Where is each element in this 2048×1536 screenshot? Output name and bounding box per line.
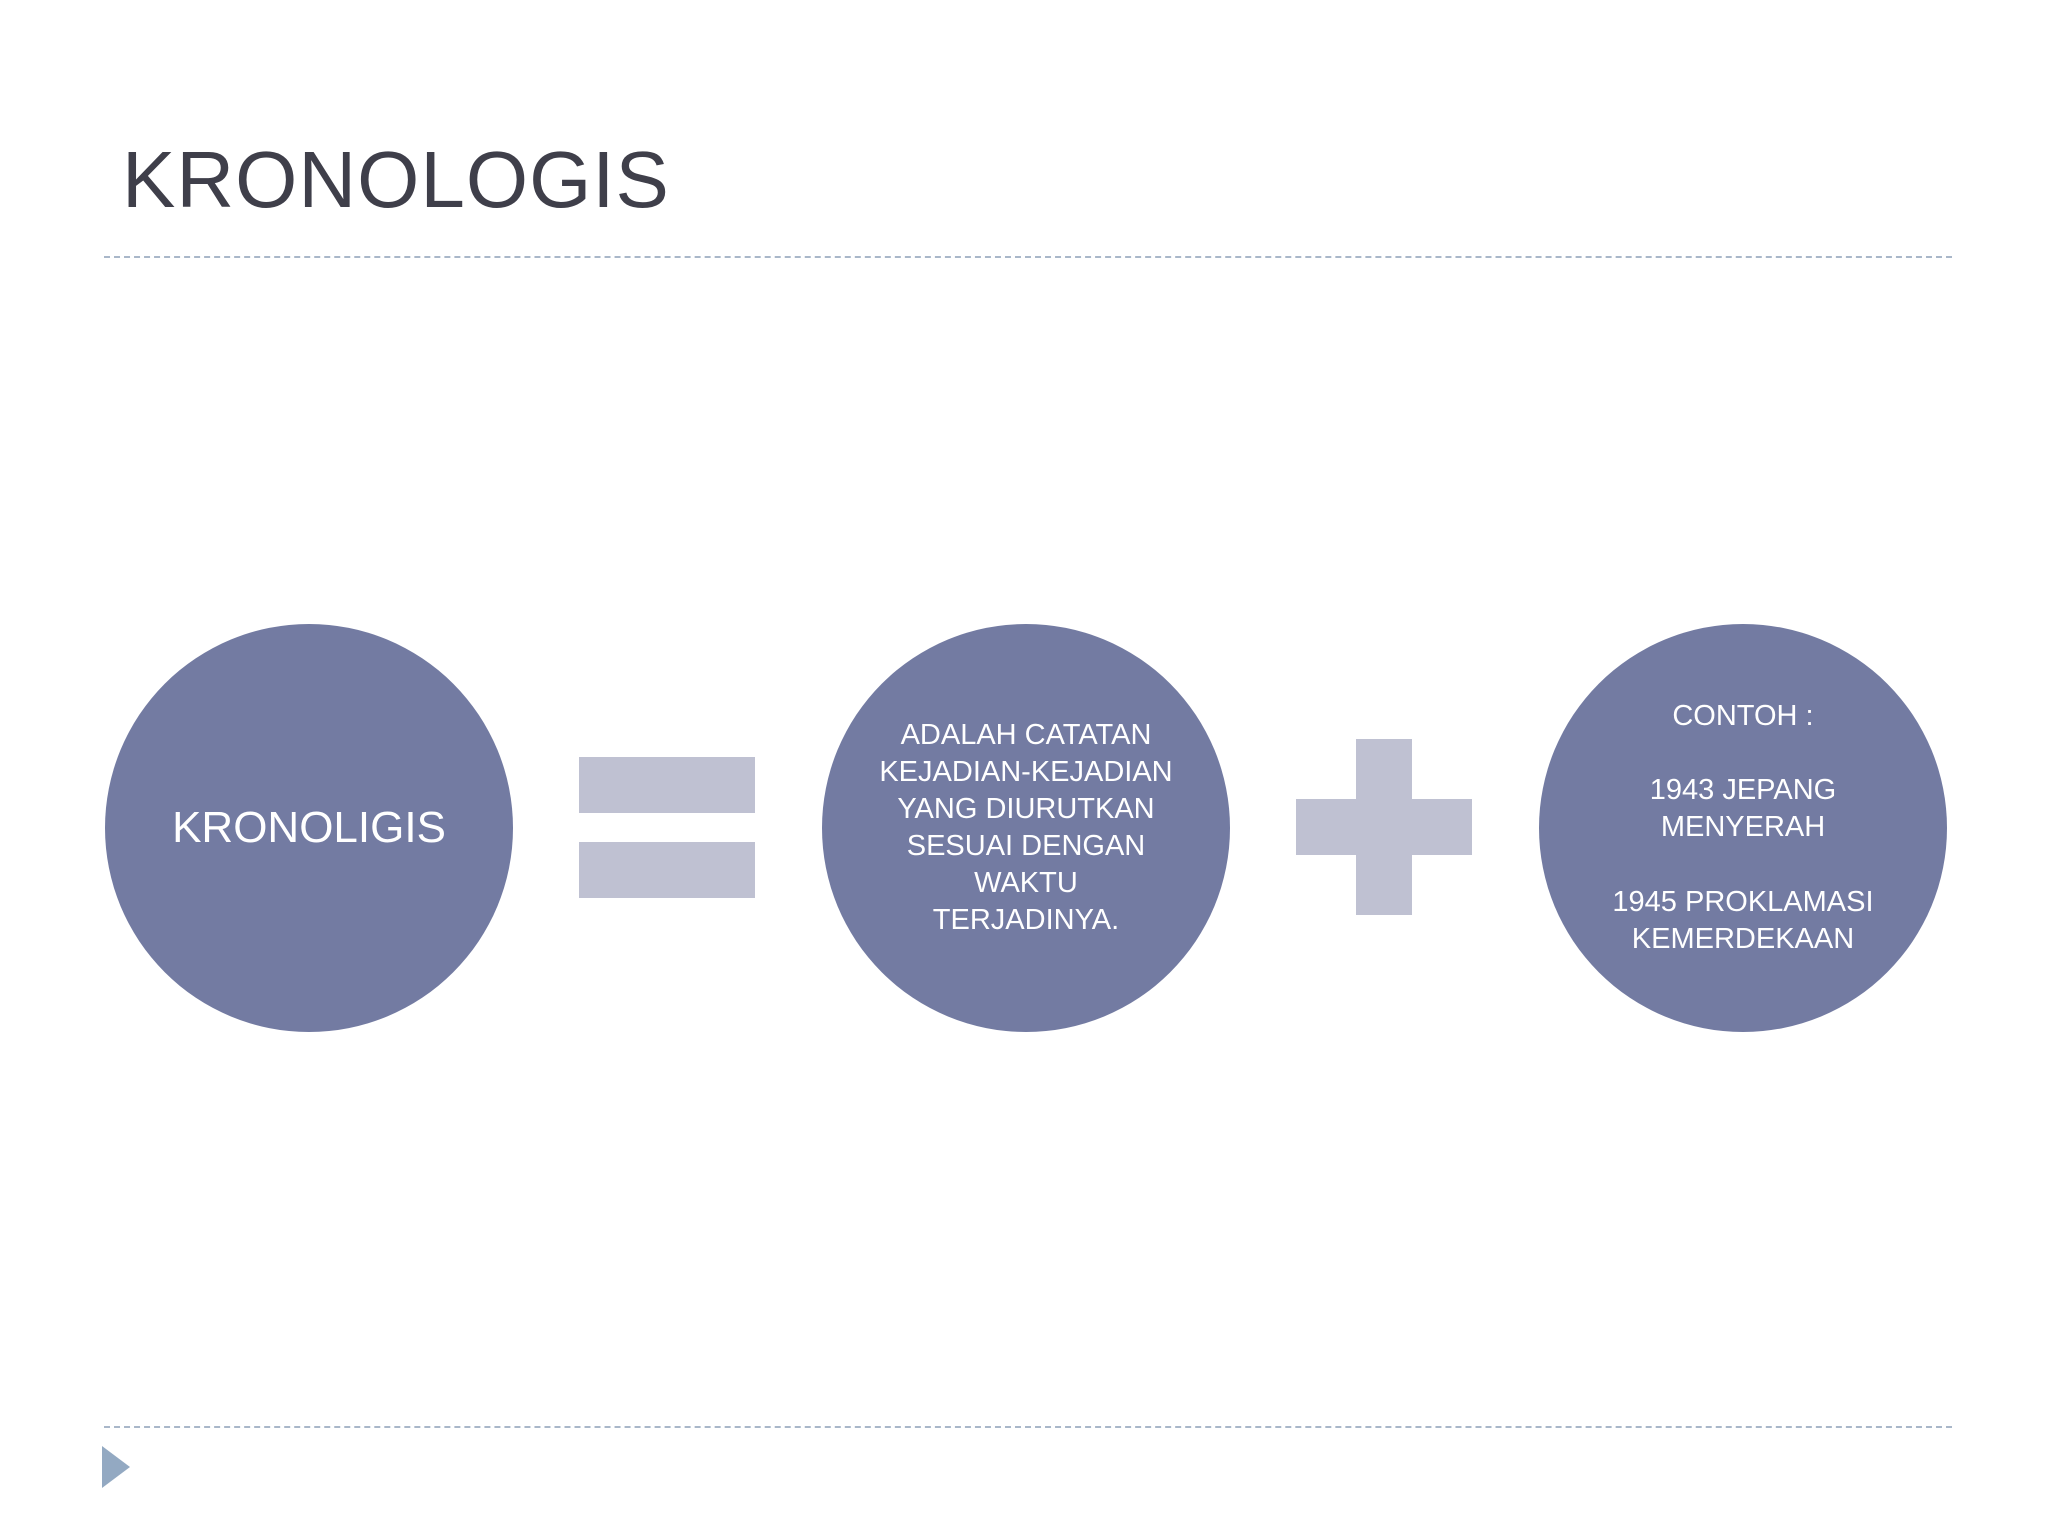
circle-definition-label: ADALAH CATATAN KEJADIAN-KEJADIAN YANG DI…: [879, 718, 1173, 937]
circle-term-label: KRONOLIGIS: [172, 802, 446, 852]
circle-term: KRONOLIGIS: [105, 624, 513, 1032]
circle-definition: ADALAH CATATAN KEJADIAN-KEJADIAN YANG DI…: [822, 624, 1230, 1032]
slide-title: KRONOLOGIS: [122, 135, 670, 224]
circle-example: CONTOH : 1943 JEPANG MENYERAH 1945 PROKL…: [1539, 624, 1947, 1032]
title-divider: [104, 256, 1952, 258]
circle-example-label: CONTOH : 1943 JEPANG MENYERAH 1945 PROKL…: [1612, 700, 1874, 955]
equals-bar-top: [579, 757, 755, 813]
plus-bar-vertical: [1356, 739, 1412, 915]
equals-bar-bottom: [579, 842, 755, 898]
play-arrow-icon[interactable]: [102, 1446, 130, 1488]
footer-divider: [104, 1426, 1952, 1428]
